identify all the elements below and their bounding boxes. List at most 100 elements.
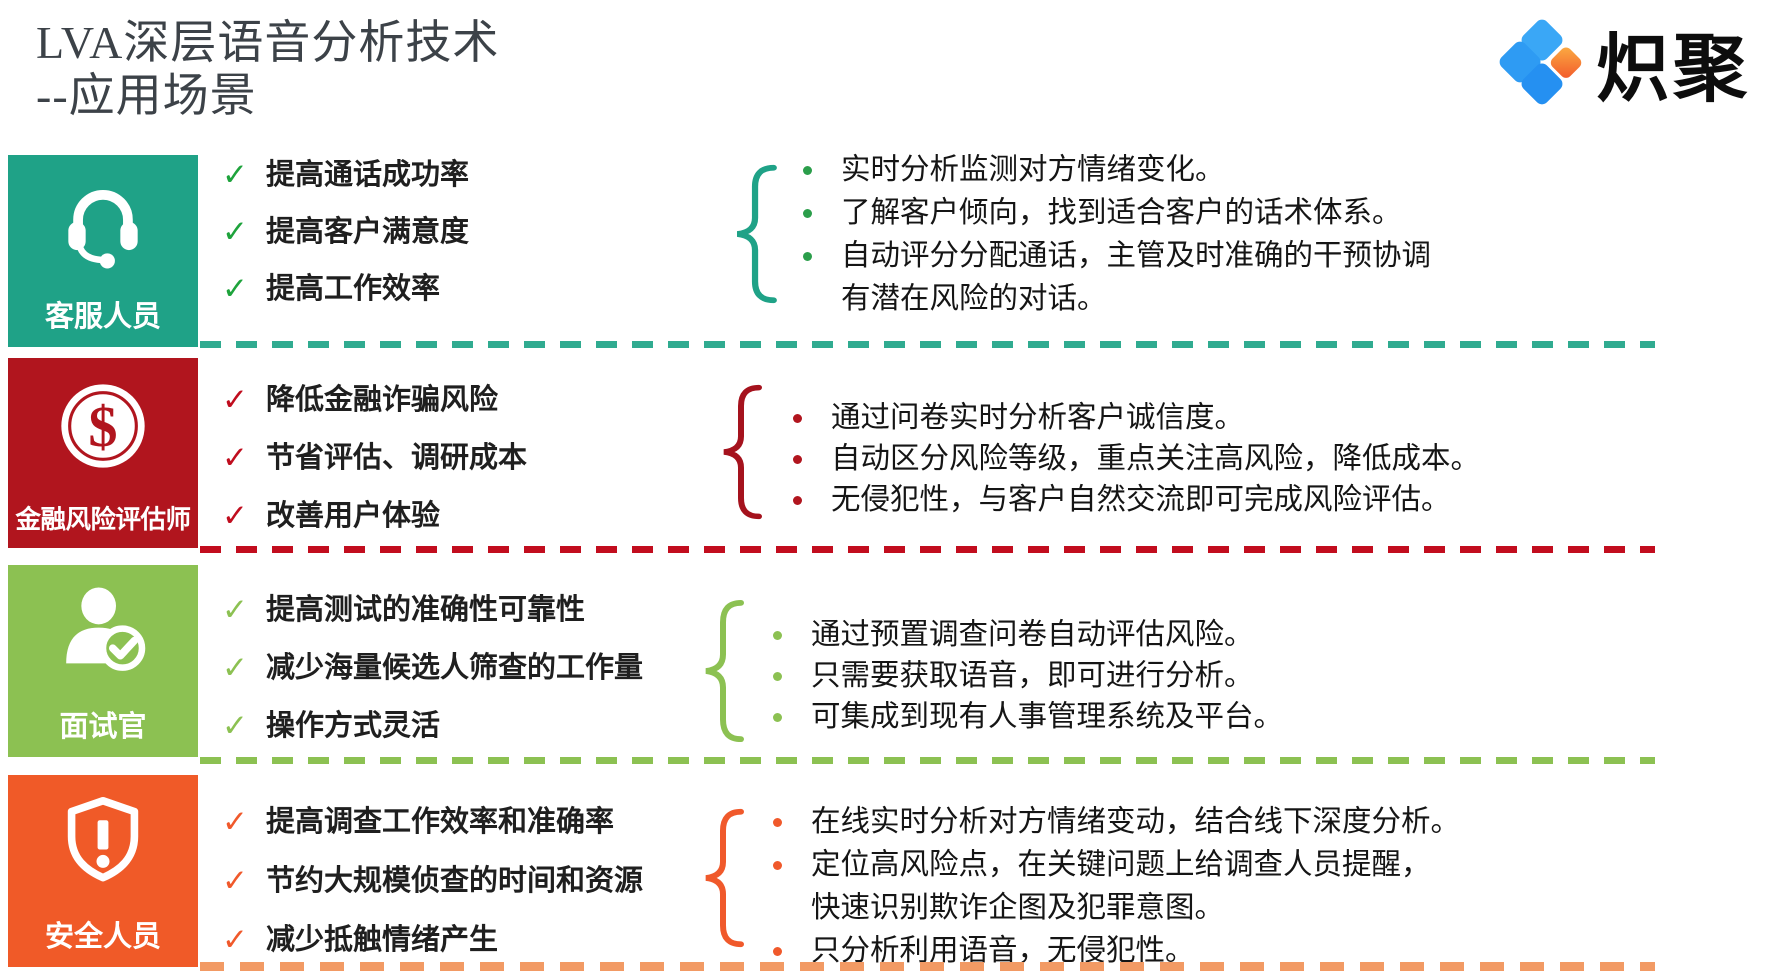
check-label: 改善用户体验: [265, 500, 440, 532]
bullet-text: 实时分析监测对方情绪变化。: [841, 154, 1225, 186]
bullet-dot-icon: [773, 947, 782, 956]
check-list: ✓ 提高测试的准确性可靠性 ✓ 减少海量候选人筛查的工作量 ✓ 操作方式灵活: [222, 565, 643, 746]
check-icon: ✓: [222, 592, 248, 628]
check-icon: ✓: [222, 157, 248, 193]
dashed-separator: [200, 546, 1655, 553]
check-icon: ✓: [222, 214, 248, 250]
bullet-dot-icon: [773, 631, 782, 640]
bullet-item: 可集成到现有人事管理系统及平台。: [765, 697, 1485, 738]
check-icon: ✓: [222, 382, 248, 418]
bullet-list: 通过问卷实时分析客户诚信度。 自动区分风险等级，重点关注高风险，降低成本。 无侵…: [785, 398, 1545, 521]
svg-text:$: $: [88, 394, 117, 459]
bullet-item: 定位高风险点，在关键问题上给调查人员提醒， 快速识别欺诈企图及犯罪意图。: [765, 844, 1525, 930]
headset-icon: [68, 190, 138, 269]
check-label: 节约大规模侦查的时间和资源: [265, 865, 643, 897]
dashed-separator: [200, 962, 1655, 971]
role-label: 客服人员: [44, 301, 161, 333]
check-item: ✓ 节约大规模侦查的时间和资源: [222, 861, 643, 901]
curly-brace-icon: [705, 599, 744, 743]
check-icon: ✓: [222, 863, 248, 899]
check-label: 节省评估、调研成本: [265, 442, 527, 474]
curly-brace-icon: [723, 384, 762, 520]
bullet-text: 了解客户倾向，找到适合客户的话术体系。: [841, 197, 1402, 229]
check-item: ✓ 减少海量候选人筛查的工作量: [222, 648, 643, 688]
bullet-item: 自动区分风险等级，重点关注高风险，降低成本。: [785, 439, 1545, 480]
logo-wordmark: 炽聚: [1596, 26, 1750, 110]
bullet-dot-icon: [773, 861, 782, 870]
person-check-icon: [66, 587, 146, 671]
check-list: ✓ 降低金融诈骗风险 ✓ 节省评估、调研成本 ✓ 改善用户体验: [222, 358, 527, 536]
bullet-list: 通过预置调查问卷自动评估风险。 只需要获取语音，即可进行分析。 可集成到现有人事…: [765, 615, 1485, 738]
logo-diamond-icon: [1494, 14, 1590, 110]
check-item: ✓ 提高客户满意度: [222, 212, 469, 252]
check-label: 减少抵触情绪产生: [265, 924, 498, 956]
page-title-line1: LVA深层语音分析技术: [36, 17, 500, 68]
check-label: 减少海量候选人筛查的工作量: [265, 652, 643, 684]
check-label: 提高调查工作效率和准确率: [265, 806, 614, 838]
bullet-text: 只需要获取语音，即可进行分析。: [811, 660, 1254, 692]
role-box: 客服人员: [8, 155, 198, 347]
dollar-coin-icon: $: [61, 384, 145, 468]
page-title-line2: --应用场景: [36, 70, 257, 121]
bullet-item: 自动评分分配通话，主管及时准确的干预协调 有潜在风险的对话。: [795, 235, 1515, 321]
check-label: 提高测试的准确性可靠性: [265, 594, 585, 626]
bullet-dot-icon: [803, 252, 812, 261]
bullet-text: 无侵犯性，与客户自然交流即可完成风险评估。: [831, 484, 1451, 516]
check-item: ✓ 提高通话成功率: [222, 155, 469, 195]
check-icon: ✓: [222, 650, 248, 686]
role-label: 安全人员: [44, 921, 161, 953]
bullet-text: 在线实时分析对方情绪变动，结合线下深度分析。: [811, 806, 1461, 838]
bullet-text: 通过预置调查问卷自动评估风险。: [811, 619, 1254, 651]
bullet-dot-icon: [793, 414, 802, 423]
role-label: 金融风险评估师: [15, 506, 191, 534]
role-box: 面试官: [8, 565, 198, 757]
bullet-text: 只分析利用语音，无侵犯性。: [811, 935, 1195, 967]
dashed-separator: [200, 757, 1655, 764]
page-title: LVA深层语音分析技术 --应用场景: [36, 16, 499, 122]
row-financial-risk: $ 金融风险评估师 ✓ 降低金融诈骗风险 ✓ 节省评估、调研成本 ✓ 改善用户体验 通…: [0, 358, 1766, 558]
check-icon: ✓: [222, 804, 248, 840]
bullet-dot-icon: [773, 713, 782, 722]
role-box: $ 金融风险评估师: [8, 358, 198, 548]
row-customer-service: 客服人员 ✓ 提高通话成功率 ✓ 提高客户满意度 ✓ 提高工作效率 实时分析监测对方情…: [0, 154, 1766, 355]
curly-brace-icon: [705, 808, 744, 948]
bullet-item: 通过问卷实时分析客户诚信度。: [785, 398, 1545, 439]
dashed-separator: [200, 341, 1655, 348]
bullet-item: 无侵犯性，与客户自然交流即可完成风险评估。: [785, 480, 1545, 521]
bullet-dot-icon: [793, 496, 802, 505]
check-item: ✓ 改善用户体验: [222, 496, 527, 536]
check-label: 提高客户满意度: [265, 216, 469, 248]
shield-alert-icon: [67, 796, 139, 882]
bullet-item: 只分析利用语音，无侵犯性。: [765, 930, 1525, 973]
row-security: 安全人员 ✓ 提高调查工作效率和准确率 ✓ 节约大规模侦查的时间和资源 ✓ 减少抵触情…: [0, 775, 1766, 975]
bullet-text: 通过问卷实时分析客户诚信度。: [831, 402, 1245, 434]
check-item: ✓ 节省评估、调研成本: [222, 438, 527, 478]
check-item: ✓ 降低金融诈骗风险: [222, 380, 527, 420]
bullet-dot-icon: [773, 818, 782, 827]
check-list: ✓ 提高调查工作效率和准确率 ✓ 节约大规模侦查的时间和资源 ✓ 减少抵触情绪产生: [222, 775, 643, 960]
bullet-dot-icon: [793, 455, 802, 464]
check-icon: ✓: [222, 271, 248, 307]
bullet-dot-icon: [803, 209, 812, 218]
check-label: 操作方式灵活: [265, 710, 440, 742]
role-label: 面试官: [59, 711, 147, 743]
bullet-text: 定位高风险点，在关键问题上给调查人员提醒， 快速识别欺诈企图及犯罪意图。: [811, 849, 1431, 924]
role-box: 安全人员: [8, 775, 198, 967]
bullet-item: 只需要获取语音，即可进行分析。: [765, 656, 1485, 697]
check-icon: ✓: [222, 498, 248, 534]
bullet-text: 自动区分风险等级，重点关注高风险，降低成本。: [831, 443, 1481, 475]
bullet-text: 自动评分分配通话，主管及时准确的干预协调 有潜在风险的对话。: [841, 240, 1432, 315]
bullet-text: 可集成到现有人事管理系统及平台。: [811, 701, 1284, 733]
bullet-item: 了解客户倾向，找到适合客户的话术体系。: [795, 192, 1515, 235]
check-label: 提高通话成功率: [265, 159, 469, 191]
check-item: ✓ 减少抵触情绪产生: [222, 920, 643, 960]
check-label: 提高工作效率: [265, 273, 440, 305]
check-icon: ✓: [222, 440, 248, 476]
check-label: 降低金融诈骗风险: [265, 384, 498, 416]
check-item: ✓ 提高工作效率: [222, 269, 469, 309]
bullet-item: 通过预置调查问卷自动评估风险。: [765, 615, 1485, 656]
check-icon: ✓: [222, 922, 248, 958]
check-list: ✓ 提高通话成功率 ✓ 提高客户满意度 ✓ 提高工作效率: [222, 155, 469, 309]
bullet-dot-icon: [773, 672, 782, 681]
bullet-list: 在线实时分析对方情绪变动，结合线下深度分析。 定位高风险点，在关键问题上给调查人…: [765, 801, 1525, 973]
